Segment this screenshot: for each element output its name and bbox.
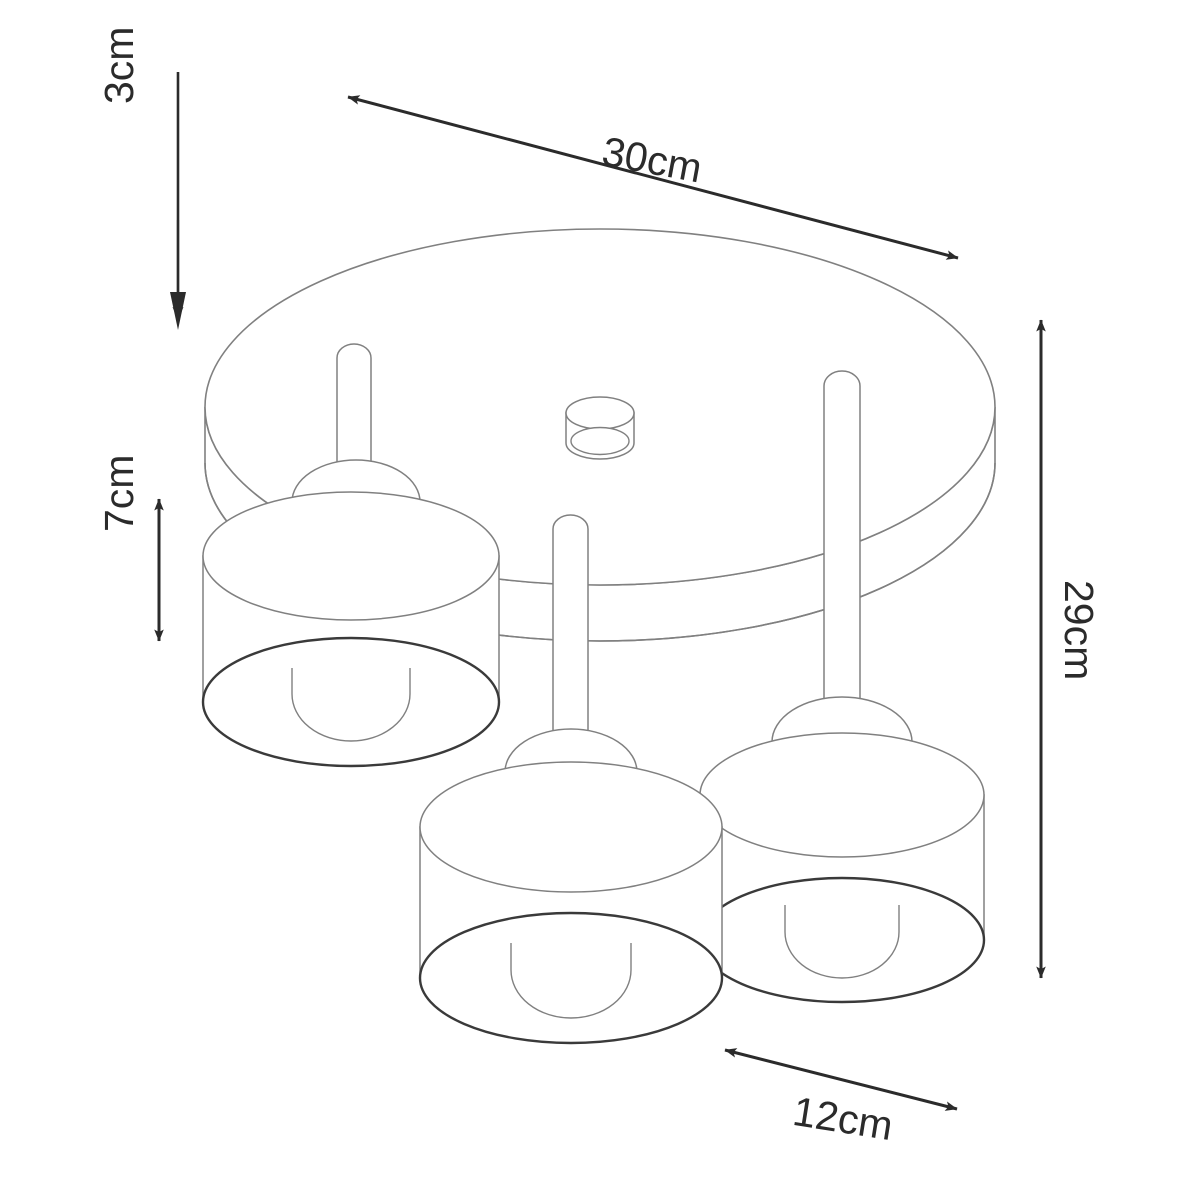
lamp-right [698, 370, 986, 1004]
dimension-label-7cm: 7cm [96, 454, 142, 532]
dimension-line-30cm [347, 95, 959, 260]
dimension-label-3cm: 3cm [96, 26, 142, 104]
lamp-left [201, 343, 501, 768]
dimension-lines [154, 72, 1046, 1111]
ceiling-lamp-fixture [201, 228, 996, 1045]
dimension-line-12cm [724, 1048, 958, 1111]
lamp-center [418, 514, 724, 1045]
dimension-label-29cm: 29cm [1056, 580, 1102, 681]
center-nipple [565, 396, 635, 460]
